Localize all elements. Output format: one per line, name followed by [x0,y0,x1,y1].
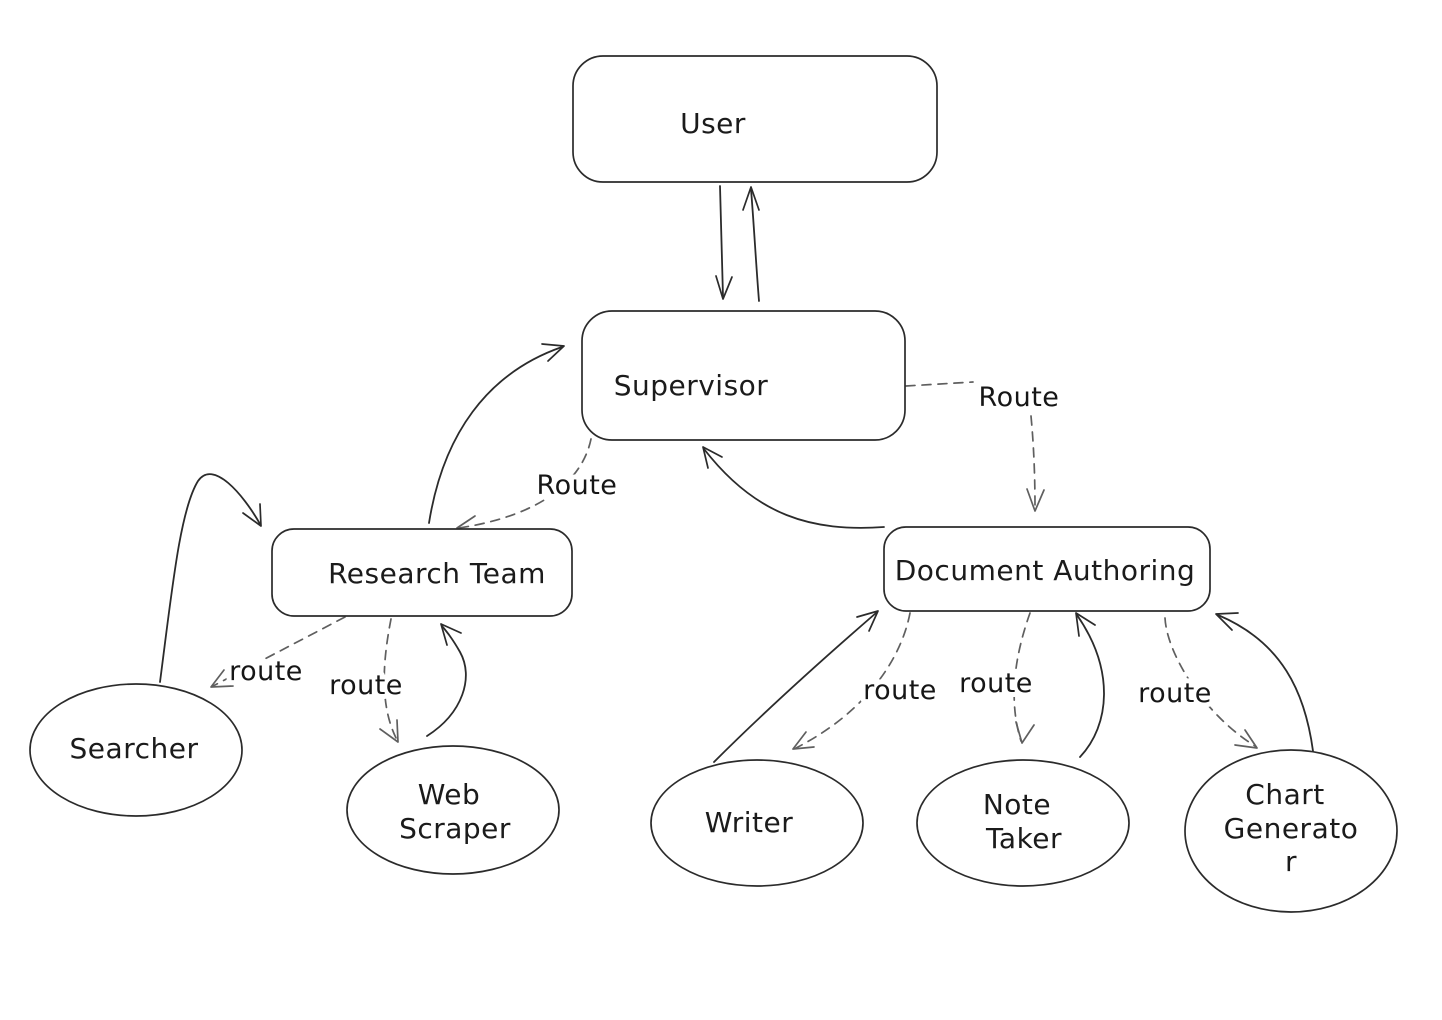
dashed-edges [210,381,1258,750]
arrowhead [715,275,733,300]
edge-label-route-note-taker: route [959,668,1033,699]
node-label: Writer [705,806,793,839]
edge-route-research-team-to-searcher [210,616,346,688]
edge-document-authoring-to-supervisor [702,446,885,529]
node-label: r [1285,845,1297,878]
edge-label-route-searcher: route [229,656,303,687]
solid-edges [159,185,1314,763]
edge-line [713,612,877,763]
edge-web-scraper-to-research-team [426,623,467,737]
arrowhead [702,446,723,469]
arrowhead [210,669,234,688]
arrowhead [541,343,565,362]
edge-line [212,616,346,687]
node-box [271,528,573,617]
node-ellipse [650,759,864,887]
edge-route-supervisor-to-document-authoring [905,381,1045,512]
edge-line [719,185,724,298]
arrowhead [1215,612,1239,631]
edge-line [159,473,261,683]
node-research-team: Research Team [271,528,573,617]
arrowhead [1015,721,1035,744]
arrowhead [856,610,879,632]
edge-line [1217,614,1314,752]
arrowhead [1075,612,1096,637]
edge-research-team-to-supervisor [428,343,565,524]
arrowhead [242,503,262,527]
edge-line [795,612,911,749]
arrowhead [792,731,815,750]
edge-label-route-chart-generator: route [1138,678,1212,709]
edge-label-route-supervisor-research: Route [537,470,618,501]
edge-writer-to-document-authoring [713,610,879,763]
node-label: Document Authoring [895,554,1196,587]
edge-note-taker-to-document-authoring [1075,612,1105,758]
arrowhead [742,186,760,211]
edge-line [428,346,563,524]
edge-label-route-web-scraper: route [329,670,403,701]
edge-line [703,448,885,529]
edge-supervisor-to-user [742,186,760,302]
node-writer: Writer [650,759,864,887]
node-box [572,55,938,183]
node-label: Note [983,788,1051,821]
edge-route-research-team-to-web-scraper [379,618,399,743]
node-chart-generator: Chart Generato r [1184,749,1398,913]
node-label: Chart [1245,778,1324,811]
edge-line [750,188,760,302]
edge-label-route-supervisor-docs: Route [979,382,1060,413]
edge-line [905,381,974,387]
edge-route-document-authoring-to-writer [792,612,911,750]
edge-label-route-writer: route [863,675,937,706]
node-supervisor: Supervisor [581,310,906,441]
node-ellipse [29,683,243,817]
edge-line [1164,617,1256,747]
edge-line [383,618,398,741]
edge-line [1030,415,1036,509]
edge-line [1076,614,1105,758]
node-label: User [680,107,746,140]
node-ellipse [1184,749,1398,913]
node-box [883,526,1211,612]
edge-searcher-to-research-team [159,473,262,683]
node-label: Web [418,778,481,811]
edge-chart-generator-to-document-authoring [1215,612,1314,752]
edge-line [458,438,592,529]
node-web-scraper: Web Scraper [346,745,560,875]
node-label: Generato [1224,812,1359,845]
edge-route-document-authoring-to-note-taker [1013,612,1035,744]
node-searcher: Searcher [29,683,243,817]
node-document-authoring: Document Authoring [883,526,1211,612]
edge-route-document-authoring-to-chart-generator [1164,617,1258,749]
arrowhead [1234,729,1258,749]
edge-line [426,625,467,737]
nodes: User Supervisor Research Team Document A… [29,55,1398,913]
edge-labels: Route Route route route route route rout… [224,377,1216,714]
node-label: Research Team [328,557,546,590]
node-ellipse [346,745,560,875]
node-ellipse [916,759,1130,887]
node-note-taker: Note Taker [916,759,1130,887]
arrowhead [1026,488,1045,512]
edge-user-to-supervisor [715,185,733,300]
node-user: User [572,55,938,183]
node-label: Taker [985,822,1062,855]
arrowhead [440,623,462,646]
node-box [581,310,906,441]
node-label: Supervisor [614,369,769,402]
node-label: Scraper [399,812,511,845]
arrowhead [379,719,399,743]
node-label: Searcher [70,732,199,765]
